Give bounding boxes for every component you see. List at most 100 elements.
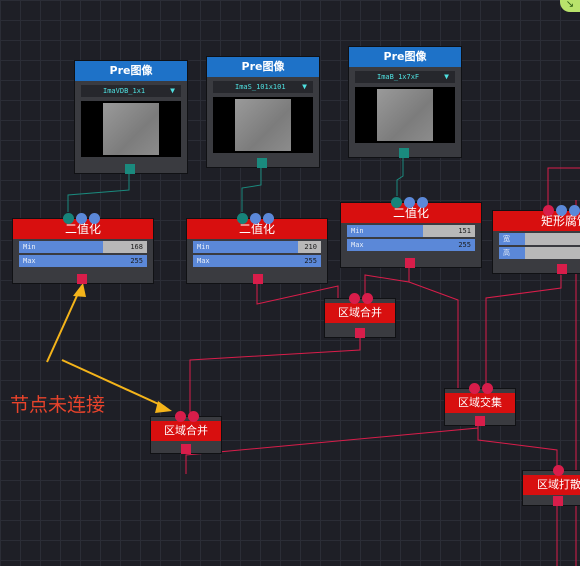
input-port[interactable] (237, 213, 248, 224)
preview-thumbnail (235, 99, 291, 151)
width-label: 宽 (503, 235, 510, 243)
image-select[interactable]: ImaVDB_1x1 ▼ (81, 85, 181, 97)
input-port[interactable] (553, 465, 564, 476)
max-label: Max (23, 257, 36, 265)
node-title: Pre图像 (349, 47, 461, 67)
node-title-text: 区域打散 (537, 478, 580, 491)
region-intersect-node[interactable]: 区域交集 (444, 383, 516, 426)
node-title: 矩形腐蚀 (493, 211, 580, 231)
image-select-value: ImaS_101x101 (235, 83, 286, 91)
image-select-value: ImaVDB_1x1 (103, 87, 146, 95)
wire-union2-intersect (185, 426, 479, 474)
max-slider[interactable]: Max 255 (193, 255, 321, 267)
max-value: 255 (304, 257, 317, 265)
chevron-down-icon[interactable]: ▼ (302, 82, 307, 91)
input-port[interactable] (250, 213, 261, 224)
node-title: 区域合并 (151, 421, 221, 441)
height-label: 高 (503, 249, 510, 257)
input-port[interactable] (556, 205, 567, 216)
image-preview (213, 97, 313, 153)
image-select[interactable]: ImaS_101x101 ▼ (213, 81, 313, 93)
region-open-node[interactable]: 区域打散 (522, 465, 580, 506)
wire-bin3-intersect (408, 268, 459, 388)
min-label: Min (197, 243, 210, 251)
image-select[interactable]: ImaB_1x7xF ▼ (355, 71, 455, 83)
min-slider-fill (193, 241, 298, 253)
input-port[interactable] (188, 411, 199, 422)
input-port[interactable] (349, 293, 360, 304)
input-port[interactable] (543, 205, 554, 216)
preview-thumbnail (377, 89, 433, 141)
input-port[interactable] (404, 197, 415, 208)
max-slider-fill (19, 255, 147, 267)
output-port[interactable] (253, 274, 263, 284)
max-slider-fill (347, 239, 475, 251)
max-value: 255 (458, 241, 471, 249)
min-value: 168 (130, 243, 143, 251)
annotation-arrowhead-2 (155, 401, 172, 413)
input-port[interactable] (417, 197, 428, 208)
annotation-arrowhead-1 (73, 283, 86, 297)
annotation-text: 节点未连接 (10, 394, 106, 416)
output-port[interactable] (399, 148, 409, 158)
max-label: Max (351, 241, 364, 249)
output-port[interactable] (405, 258, 415, 268)
max-value: 255 (130, 257, 143, 265)
input-port[interactable] (175, 411, 186, 422)
input-port[interactable] (391, 197, 402, 208)
input-port[interactable] (263, 213, 274, 224)
height-slider[interactable]: 高 (499, 247, 580, 259)
input-port[interactable] (76, 213, 87, 224)
image-preview (355, 87, 455, 143)
image-select-value: ImaB_1x7xF (377, 73, 420, 81)
output-port[interactable] (257, 158, 267, 168)
annotation-arrow-2 (61, 359, 166, 408)
image-preview (81, 101, 181, 157)
width-slider-fill (499, 233, 525, 245)
min-slider-fill (347, 225, 423, 237)
wire-union1-union2 (189, 338, 361, 414)
width-slider[interactable]: 宽 (499, 233, 580, 245)
max-slider-fill (193, 255, 321, 267)
input-port[interactable] (469, 383, 480, 394)
chevron-down-icon[interactable]: ▼ (170, 86, 175, 95)
binarize-node-1[interactable]: 二值化 Min 168 Max 255 (12, 213, 154, 284)
region-union-node-1[interactable]: 区域合并 (324, 293, 396, 338)
output-port[interactable] (475, 416, 485, 426)
min-value: 151 (458, 227, 471, 235)
input-port[interactable] (63, 213, 74, 224)
node-title: Pre图像 (207, 57, 319, 77)
output-port[interactable] (557, 264, 567, 274)
region-union-node-2[interactable]: 区域合并 (150, 411, 222, 454)
max-slider[interactable]: Max 255 (347, 239, 475, 251)
output-port[interactable] (355, 328, 365, 338)
input-port[interactable] (89, 213, 100, 224)
min-label: Min (23, 243, 36, 251)
max-slider[interactable]: Max 255 (19, 255, 147, 267)
output-port[interactable] (125, 164, 135, 174)
rect-erosion-node[interactable]: 矩形腐蚀 宽 高 (492, 205, 580, 274)
min-slider[interactable]: Min 151 (347, 225, 475, 237)
max-label: Max (197, 257, 210, 265)
wire-rect-top (547, 167, 580, 205)
min-slider[interactable]: Min 168 (19, 241, 147, 253)
output-port[interactable] (77, 274, 87, 284)
input-port[interactable] (482, 383, 493, 394)
output-port[interactable] (553, 496, 563, 506)
input-port[interactable] (362, 293, 373, 304)
wire-bin2-union1 (256, 284, 339, 305)
chevron-down-icon[interactable]: ▼ (444, 72, 449, 81)
pre-image-node-3[interactable]: Pre图像 ImaB_1x7xF ▼ (348, 46, 462, 158)
min-label: Min (351, 227, 364, 235)
wire-rect-intersect (485, 275, 562, 388)
input-port[interactable] (569, 205, 580, 216)
minimap-toggle-icon[interactable]: ↘ (560, 0, 580, 12)
pre-image-node-1[interactable]: Pre图像 ImaVDB_1x1▼ (74, 60, 188, 174)
pre-image-node-2[interactable]: Pre图像 ImaS_101x101 ▼ (206, 56, 320, 168)
node-title: 二值化 (13, 219, 153, 239)
output-port[interactable] (181, 444, 191, 454)
